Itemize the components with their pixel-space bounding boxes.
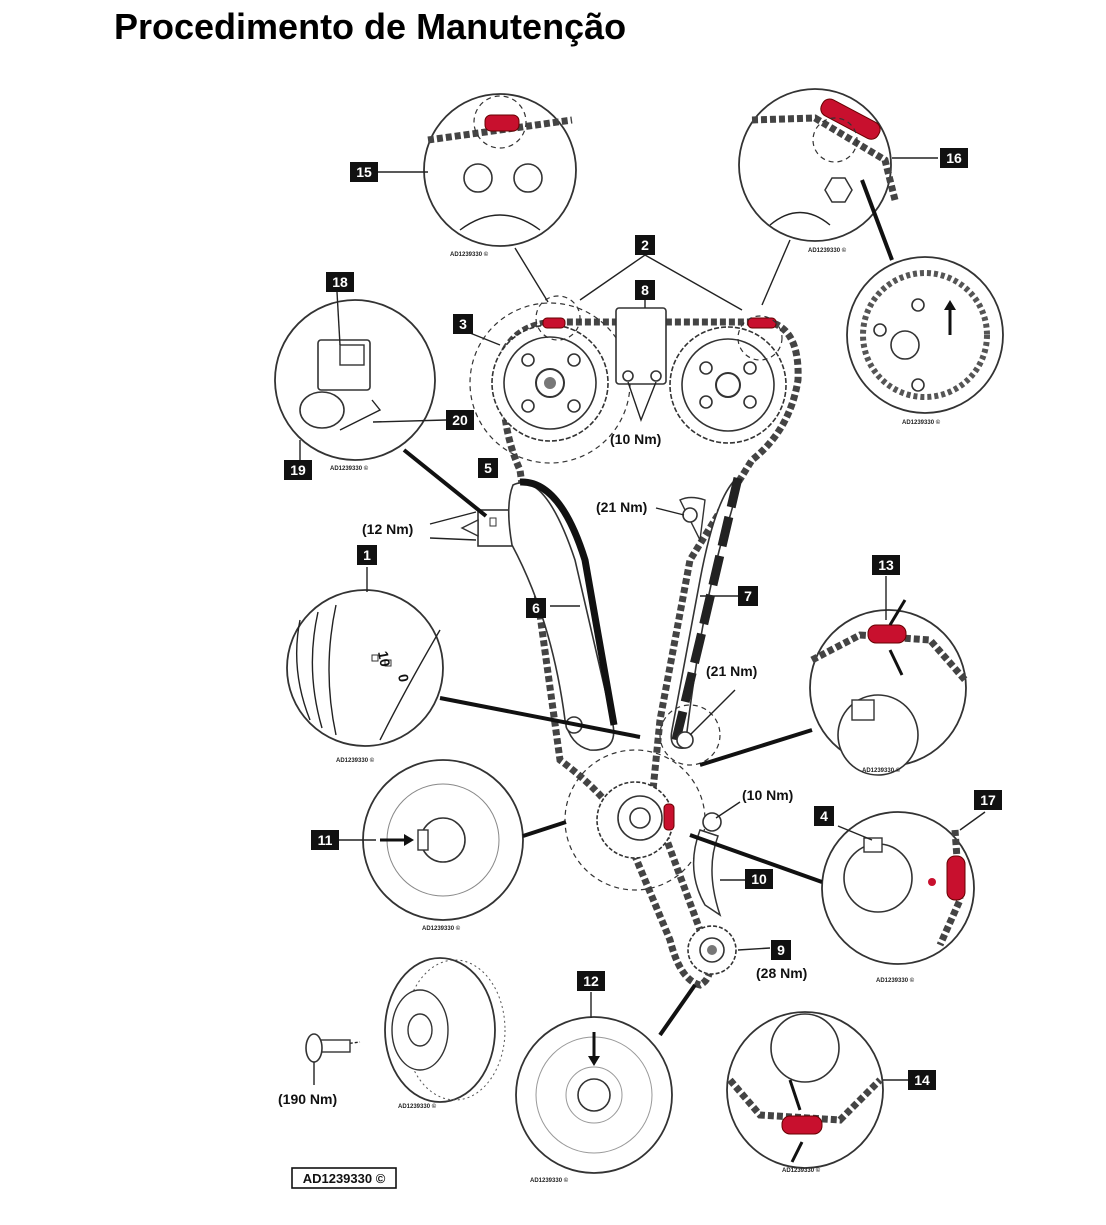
detail-circle-1 xyxy=(286,567,641,747)
detail-caption: AD1239330 © xyxy=(422,925,461,932)
detail-circle-15 xyxy=(423,93,577,303)
callout-13: 13 xyxy=(872,555,900,575)
camshaft-sprocket-right xyxy=(669,326,787,444)
svg-text:12: 12 xyxy=(583,973,599,989)
detail-caption: AD1239330 © xyxy=(862,767,901,774)
callout-11: 11 xyxy=(311,830,339,850)
svg-text:4: 4 xyxy=(820,808,828,824)
svg-text:6: 6 xyxy=(532,600,540,616)
detail-caption: AD1239330 © xyxy=(902,419,941,426)
oil-pump-sprocket xyxy=(687,925,737,975)
detail-caption: AD1239330 © xyxy=(782,1167,821,1174)
svg-text:3: 3 xyxy=(459,316,467,332)
detail-caption: AD1239330 © xyxy=(530,1177,569,1184)
detail-circle-13 xyxy=(699,576,968,776)
tensioner-arm xyxy=(507,478,618,751)
svg-text:14: 14 xyxy=(914,1072,930,1088)
callout-12: 12 xyxy=(577,971,605,991)
crank-pulley xyxy=(384,957,506,1103)
svg-text:1: 1 xyxy=(363,547,371,563)
callout-6: 6 xyxy=(526,598,546,618)
svg-text:AD1239330 ©: AD1239330 © xyxy=(303,1171,386,1186)
callout-15: 15 xyxy=(350,162,378,182)
detail-circle-16 xyxy=(738,88,899,306)
fixed-chain-guide xyxy=(659,476,743,766)
svg-text:20: 20 xyxy=(452,412,468,428)
svg-text:18: 18 xyxy=(332,274,348,290)
svg-text:9: 9 xyxy=(777,942,785,958)
callout-3: 3 xyxy=(453,314,473,334)
crank-pulley-bolt xyxy=(305,1033,361,1085)
svg-text:11: 11 xyxy=(318,832,333,848)
svg-text:5: 5 xyxy=(484,460,492,476)
detail-caption: AD1239330 © xyxy=(398,1103,437,1110)
detail-circle-11 xyxy=(339,759,567,921)
svg-text:17: 17 xyxy=(980,792,996,808)
callout-4: 4 xyxy=(814,806,834,826)
svg-text:8: 8 xyxy=(641,282,649,298)
callout-8: 8 xyxy=(635,280,655,300)
callout-17: 17 xyxy=(974,790,1002,810)
callout-14: 14 xyxy=(908,1070,936,1090)
detail-circle-4-17 xyxy=(689,811,986,965)
svg-text:2: 2 xyxy=(641,237,649,253)
torque-label: (190 Nm) xyxy=(278,1091,337,1107)
callout-9: 9 xyxy=(771,940,791,960)
callout-16: 16 xyxy=(940,148,968,168)
callout-7: 7 xyxy=(738,586,758,606)
callout-18: 18 xyxy=(326,272,354,292)
detail-circle-18-20 xyxy=(274,291,488,518)
callout-19: 19 xyxy=(284,460,312,480)
detail-circle-12 xyxy=(515,983,697,1174)
torque-label: (10 Nm) xyxy=(742,787,793,803)
torque-label: (12 Nm) xyxy=(362,521,413,537)
camshaft-sprocket-left xyxy=(469,302,631,464)
detail-circle-14 xyxy=(726,1011,908,1169)
figure-reference: AD1239330 © xyxy=(291,1167,397,1189)
torque-label: (28 Nm) xyxy=(756,965,807,981)
torque-label: (21 Nm) xyxy=(706,663,757,679)
page-title: Procedimento de Manutenção xyxy=(114,6,627,47)
detail-caption: AD1239330 © xyxy=(808,247,847,254)
callout-5: 5 xyxy=(478,458,498,478)
callout-10: 10 xyxy=(745,869,773,889)
timing-link-right xyxy=(747,317,777,329)
svg-text:10: 10 xyxy=(751,871,767,887)
upper-chain-guide xyxy=(615,307,667,423)
svg-text:19: 19 xyxy=(290,462,306,478)
dial-mark-ten: 10 xyxy=(375,650,393,668)
svg-text:13: 13 xyxy=(878,557,894,573)
callout-1: 1 xyxy=(357,545,377,565)
detail-caption: AD1239330 © xyxy=(336,757,375,764)
detail-caption: AD1239330 © xyxy=(876,977,915,984)
callout-2: 2 xyxy=(635,235,655,255)
timing-link-left xyxy=(542,317,566,329)
detail-caption: AD1239330 © xyxy=(330,465,369,472)
svg-text:16: 16 xyxy=(946,150,962,166)
crankshaft-sprocket xyxy=(564,749,706,891)
oil-pump-tensioner xyxy=(692,812,722,917)
detail-caption: AD1239330 © xyxy=(450,251,489,258)
torque-label: (21 Nm) xyxy=(596,499,647,515)
svg-text:15: 15 xyxy=(356,164,372,180)
detail-circle-phaser xyxy=(846,256,1004,414)
dial-mark-zero: 0 xyxy=(395,673,412,684)
svg-text:7: 7 xyxy=(744,588,752,604)
callout-20: 20 xyxy=(446,410,474,430)
torque-label: (10 Nm) xyxy=(610,431,661,447)
